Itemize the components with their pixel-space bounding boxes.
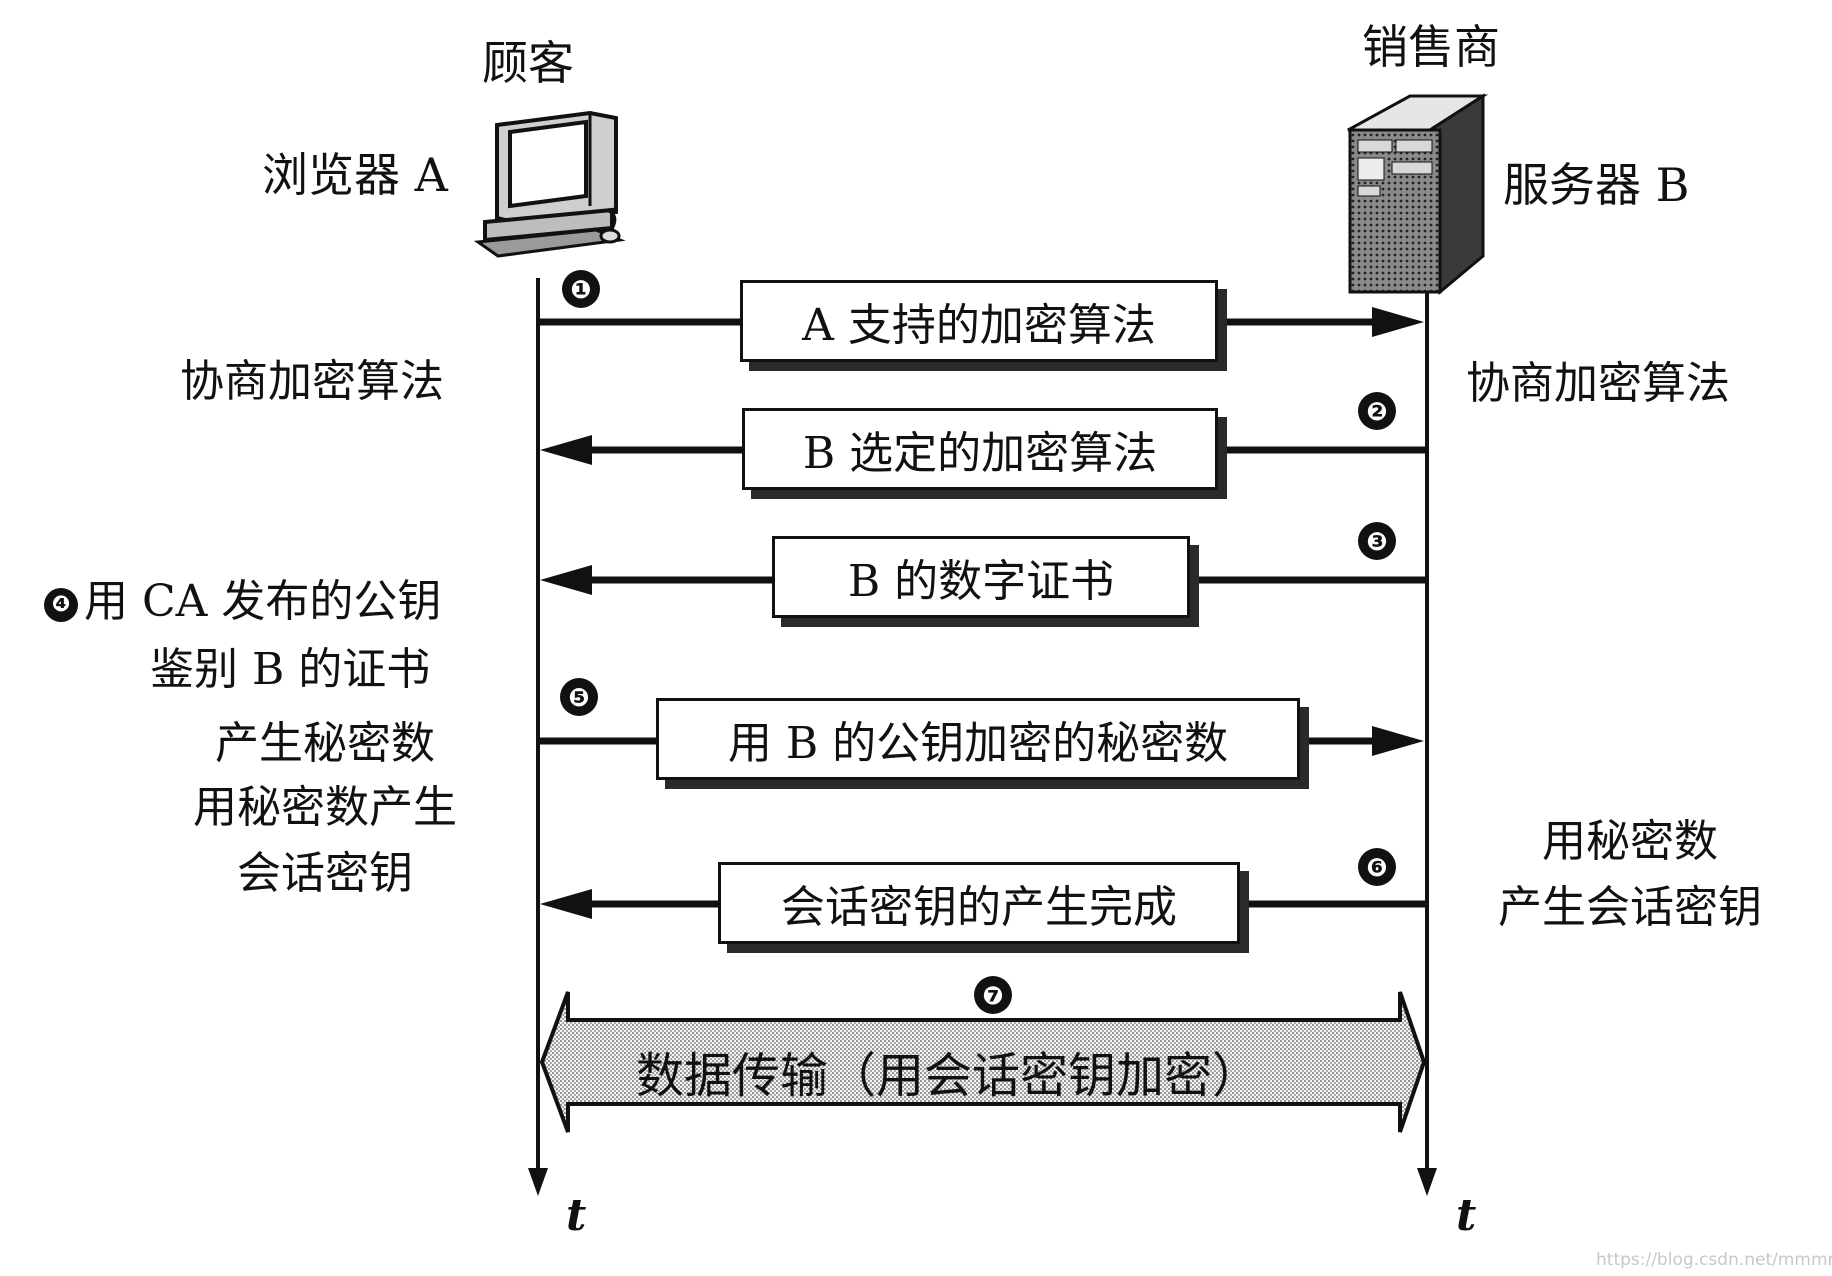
step-badge-7: ❼ [974, 976, 1012, 1014]
computer-icon [473, 110, 626, 258]
message-box-1: A 支持的加密算法 [740, 280, 1218, 362]
server-session-note-line2: 产生会话密钥 [1498, 882, 1762, 933]
arrow-msg-2 [540, 435, 1427, 465]
server-time-label: t [1456, 1190, 1477, 1241]
server-session-note-line1: 用秘密数 [1542, 816, 1718, 867]
vendor-title: 销售商 [1362, 20, 1500, 74]
client-device-label: 浏览器 A [262, 148, 448, 202]
client-secret-note-line1: 产生秘密数 [215, 718, 435, 769]
step-badge-6: ❻ [1358, 848, 1396, 886]
message-box-6: 会话密钥的产生完成 [718, 862, 1240, 944]
data-transfer-label: 数据传输（用会话密钥加密） [636, 1048, 1261, 1104]
arrow-msg-3 [540, 565, 1427, 595]
step-badge-1: ❶ [562, 270, 600, 308]
vendor-device-label: 服务器 B [1503, 158, 1690, 212]
step-badge-3: ❸ [1358, 522, 1396, 560]
watermark-text: https://blog.csdn.net/mmmmhello [1596, 1250, 1832, 1270]
message-box-3: B 的数字证书 [772, 536, 1190, 618]
message-box-2: B 选定的加密算法 [742, 408, 1218, 490]
message-box-5: 用 B 的公钥加密的秘密数 [656, 698, 1300, 780]
server-negotiate-note: 协商加密算法 [1466, 358, 1730, 409]
step-badge-2: ❷ [1358, 392, 1396, 430]
step-badge-5: ❺ [560, 678, 598, 716]
client-time-label: t [566, 1190, 587, 1241]
verify-text-1: 用 CA 发布的公钥 [84, 576, 442, 627]
client-verify-note-line2: 鉴别 B 的证书 [150, 644, 431, 695]
client-lifeline [528, 278, 548, 1196]
client-secret-note-line2: 用秘密数产生 [193, 782, 457, 833]
arrow-msg-1 [538, 307, 1424, 337]
data-transfer-band [539, 991, 1427, 1133]
server-lifeline [1417, 262, 1437, 1196]
client-secret-note-line3: 会话密钥 [237, 848, 413, 899]
arrow-msg-6 [540, 889, 1427, 919]
step-badge-4: ❹ [44, 587, 78, 622]
client-title: 顾客 [482, 36, 574, 90]
arrow-msg-5 [538, 726, 1424, 756]
client-negotiate-note: 协商加密算法 [180, 356, 444, 407]
server-icon [1347, 93, 1489, 296]
